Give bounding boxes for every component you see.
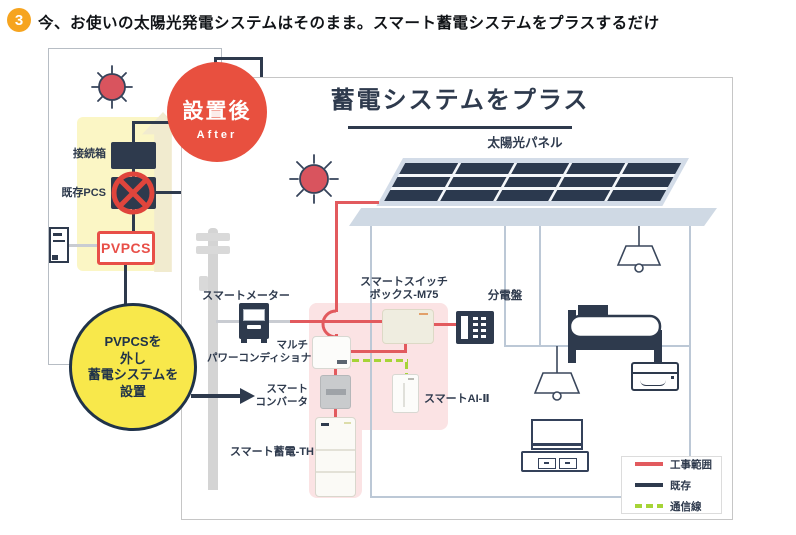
house-wall bbox=[504, 226, 506, 346]
junction-box-label: 接続箱 bbox=[73, 148, 106, 160]
existing-wire bbox=[132, 208, 135, 232]
distribution-board-label: 分電盤 bbox=[487, 290, 523, 302]
monitor-device bbox=[49, 227, 69, 263]
smart-ai-device bbox=[392, 374, 419, 413]
bed-icon bbox=[568, 305, 662, 365]
monitor-wire bbox=[68, 244, 98, 247]
construction-wire bbox=[433, 323, 457, 326]
legend-line-existing bbox=[635, 483, 663, 487]
utility-pole bbox=[208, 228, 218, 490]
construction-wire bbox=[350, 350, 407, 353]
legend: 工事範囲 既存 通信線 bbox=[621, 456, 722, 514]
existing-wire bbox=[260, 57, 263, 90]
legend-row: 既存 bbox=[635, 478, 721, 493]
construction-wire bbox=[335, 201, 379, 204]
tv-icon bbox=[531, 419, 583, 445]
pole-bracket bbox=[199, 276, 208, 291]
smart-ai-label: スマートAI-Ⅱ bbox=[424, 393, 490, 405]
smart-battery-device bbox=[315, 417, 356, 497]
after-badge-subtitle: After bbox=[196, 129, 238, 141]
converter-label: スマート コンバータ bbox=[255, 383, 309, 408]
after-badge: 設置後 After bbox=[167, 62, 267, 162]
construction-wire bbox=[334, 368, 337, 378]
action-arrowhead bbox=[240, 388, 255, 404]
legend-row: 工事範囲 bbox=[635, 457, 721, 472]
solar-panel bbox=[376, 158, 689, 206]
legend-label: 工事範囲 bbox=[670, 458, 712, 471]
diagram-title: 蓄電システムをプラス bbox=[330, 87, 590, 114]
page-title: 今、お使いの太陽光発電システムはそのまま。スマート蓄電システムをプラスするだけ bbox=[38, 15, 660, 32]
smart-meter-device bbox=[239, 303, 269, 343]
action-note-circle: PVPCSを 外し 蓄電システムを 設置 bbox=[69, 303, 197, 431]
after-badge-title: 設置後 bbox=[182, 100, 252, 123]
main-panel bbox=[181, 77, 733, 520]
pole-crossarm bbox=[196, 233, 230, 241]
legend-line-comm bbox=[635, 504, 663, 508]
switch-box-label: スマートスイッチ ボックス-M75 bbox=[360, 276, 448, 302]
title-underline bbox=[348, 126, 572, 129]
existing-wire bbox=[214, 57, 263, 60]
tv-cabinet bbox=[521, 451, 589, 472]
house-floor bbox=[370, 496, 691, 498]
comm-wire bbox=[352, 359, 408, 362]
house-wall bbox=[539, 226, 541, 346]
smart-battery-label: スマート蓄電-TH bbox=[230, 446, 314, 458]
pvpcs-box: PVPCS bbox=[97, 231, 155, 265]
smart-meter-label: スマートメーター bbox=[202, 290, 290, 302]
pendant-lamp-icon bbox=[616, 226, 662, 273]
pendant-lamp-icon bbox=[533, 346, 581, 401]
distribution-board-device bbox=[456, 311, 494, 344]
air-conditioner-icon bbox=[631, 362, 679, 391]
removed-cross-icon bbox=[111, 171, 155, 215]
tv-stand bbox=[531, 444, 583, 450]
sun-icon bbox=[91, 65, 133, 109]
house-wall bbox=[689, 226, 691, 498]
legend-label: 既存 bbox=[670, 479, 691, 492]
sun-icon bbox=[289, 154, 339, 204]
construction-wire bbox=[290, 320, 383, 323]
construction-wire bbox=[334, 407, 337, 421]
pvpcs-wire bbox=[124, 258, 127, 305]
comm-wire bbox=[405, 362, 408, 378]
construction-wire bbox=[335, 201, 338, 312]
power-conditioner-label: マルチ パワーコンディショナ bbox=[207, 339, 312, 364]
solar-panel-label: 太陽光パネル bbox=[487, 136, 563, 150]
power-conditioner-device bbox=[312, 336, 351, 369]
action-arrow bbox=[191, 394, 241, 398]
junction-box bbox=[111, 142, 156, 169]
pole-crossarm bbox=[196, 246, 230, 254]
legend-label: 通信線 bbox=[670, 500, 702, 513]
house-wall bbox=[370, 226, 372, 498]
roof-eave bbox=[349, 208, 717, 226]
converter-device bbox=[320, 375, 351, 409]
existing-wire bbox=[155, 191, 183, 194]
existing-wire bbox=[132, 121, 135, 144]
existing-pcs-label: 既存PCS bbox=[61, 187, 106, 199]
legend-row: 通信線 bbox=[635, 499, 721, 514]
switch-box-device bbox=[382, 309, 434, 344]
legend-line-construction bbox=[635, 462, 663, 466]
step-number-badge: 3 bbox=[7, 8, 31, 32]
construction-wire bbox=[404, 343, 407, 353]
